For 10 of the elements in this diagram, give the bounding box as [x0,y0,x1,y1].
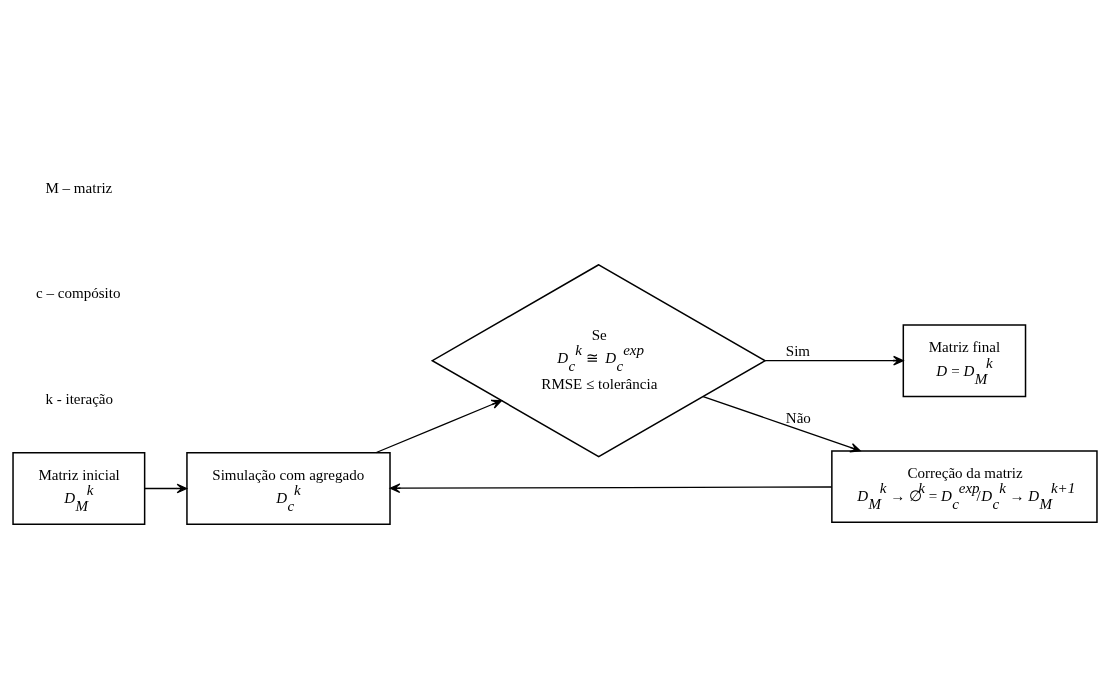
arrow [389,483,833,494]
label: M – matriz [45,180,113,197]
arrow [702,395,861,453]
arrow [144,483,188,494]
arrow [375,399,503,454]
edge-label: Sim [785,342,811,359]
label: k - iteração [45,390,114,407]
edge-label: Não [785,409,811,426]
arrow [764,355,904,366]
label: c – compósito [36,285,121,302]
